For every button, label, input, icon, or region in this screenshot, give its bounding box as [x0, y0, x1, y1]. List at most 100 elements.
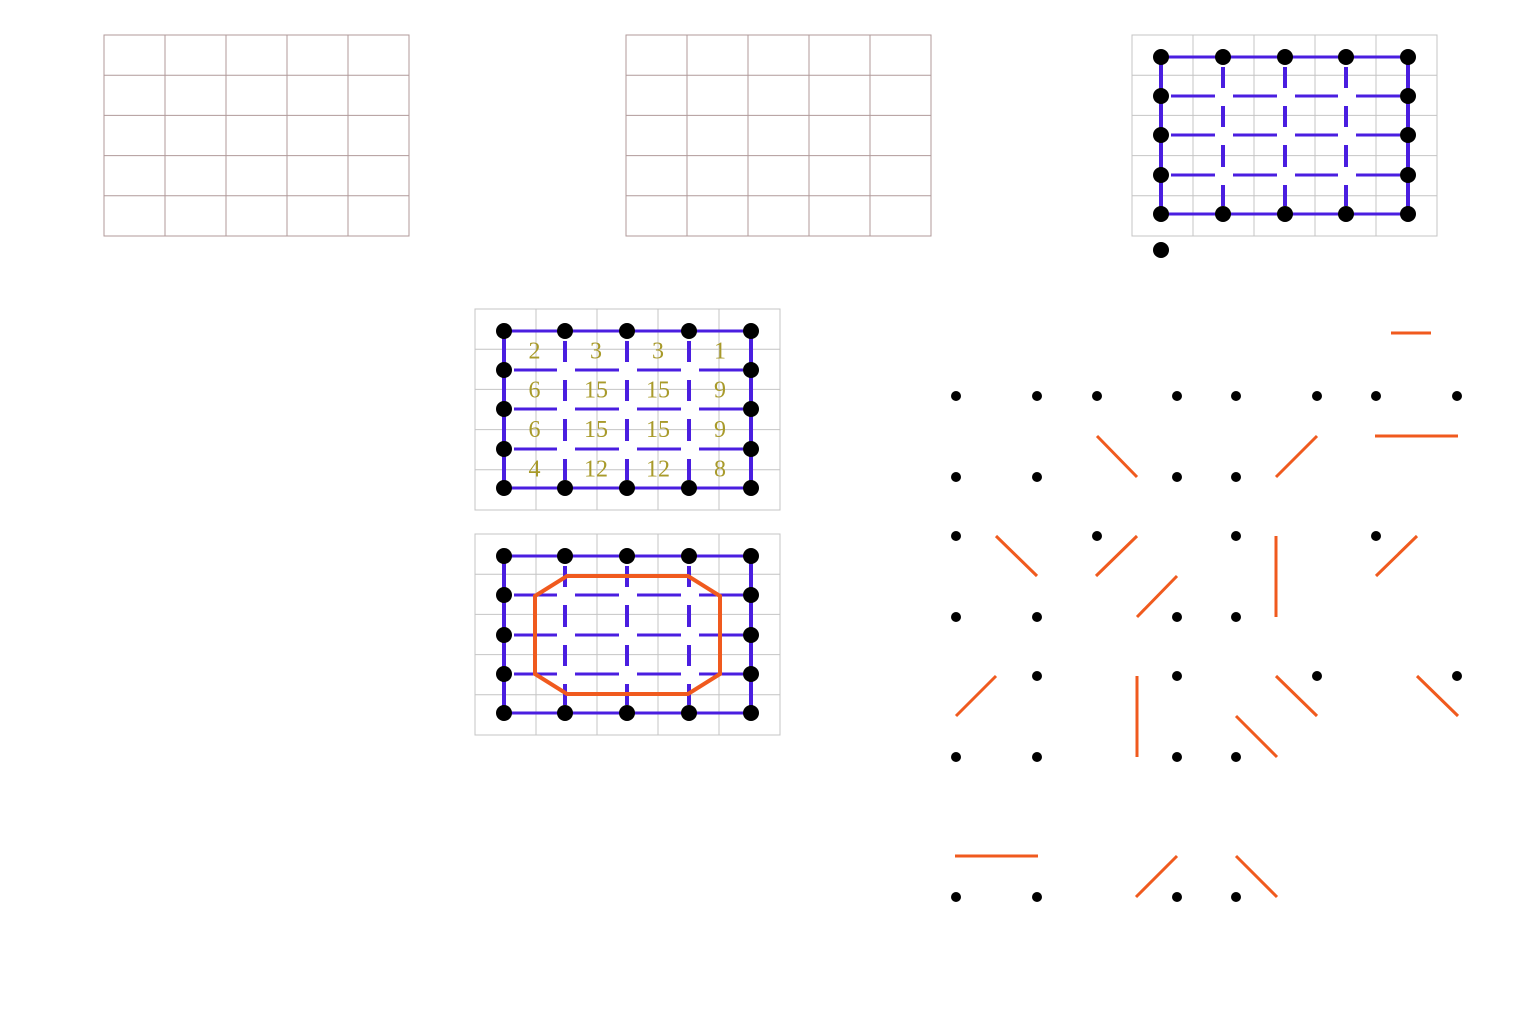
vertex-dot — [743, 401, 759, 417]
case-corner-dot — [1312, 671, 1322, 681]
cell-count-label: 1 — [714, 339, 726, 365]
vertex-dot — [681, 480, 697, 496]
marching-squares-cases — [951, 331, 1462, 902]
case-contour-segment — [1415, 674, 1460, 718]
vertex-dot — [1400, 206, 1416, 222]
case-corner-dot — [1231, 892, 1241, 902]
vertex-dot — [496, 362, 512, 378]
vertex-dot — [496, 548, 512, 564]
isocontour-outline — [533, 574, 722, 696]
vertex-dot — [557, 705, 573, 721]
vertex-dot — [1215, 49, 1231, 65]
cell-count-label: 9 — [714, 417, 726, 443]
vertex-dot — [557, 548, 573, 564]
vertex-dot — [1400, 127, 1416, 143]
vertex-dot — [557, 323, 573, 339]
corner-lattice-grid — [1131, 34, 1438, 258]
case-contour-segment — [1135, 574, 1179, 619]
case-corner-dot — [1172, 391, 1182, 401]
case-corner-dot — [951, 472, 961, 482]
vertex-dot — [619, 705, 635, 721]
case-contour-segment — [1234, 854, 1279, 899]
case-corner-dot — [1032, 671, 1042, 681]
vertex-dot — [1400, 88, 1416, 104]
case-contour-segment — [1134, 854, 1179, 899]
case-contour-segment — [1274, 674, 1319, 718]
cell-count-label: 15 — [584, 378, 608, 404]
vertex-dot — [743, 627, 759, 643]
case-corner-dot — [1231, 752, 1241, 762]
vertex-dot — [496, 480, 512, 496]
case-corner-dot — [1172, 752, 1182, 762]
case-corner-dot — [951, 531, 961, 541]
vertex-dot — [1277, 49, 1293, 65]
vertex-dot — [496, 627, 512, 643]
grid-border — [625, 34, 932, 237]
case-contour-segment — [954, 674, 998, 718]
case-corner-dot — [1032, 892, 1042, 902]
vertex-dot — [1153, 49, 1169, 65]
vertex-dot — [1338, 206, 1354, 222]
empty-grid-middle — [625, 34, 932, 237]
vertex-dot — [496, 705, 512, 721]
vertex-dot — [743, 362, 759, 378]
vertex-dot — [743, 666, 759, 682]
case-corner-dot — [1092, 391, 1102, 401]
cell-count-label: 6 — [529, 417, 541, 443]
vertex-dot — [1153, 88, 1169, 104]
cell-count-label: 15 — [646, 417, 670, 443]
vertex-dot — [496, 323, 512, 339]
case-corner-dot — [1032, 391, 1042, 401]
case-contour-segment — [994, 534, 1039, 578]
case-corner-dot — [1452, 671, 1462, 681]
cell-count-label: 2 — [529, 339, 541, 365]
case-corner-dot — [1312, 391, 1322, 401]
cell-count-label: 15 — [584, 417, 608, 443]
vertex-dot — [1277, 206, 1293, 222]
grid-border — [103, 34, 410, 237]
cell-count-label: 3 — [652, 339, 664, 365]
case-corner-dot — [1092, 531, 1102, 541]
cell-count-label: 8 — [714, 457, 726, 483]
cell-count-label: 9 — [714, 378, 726, 404]
case-corner-dot — [1172, 671, 1182, 681]
vertex-dot — [496, 666, 512, 682]
case-corner-dot — [1032, 752, 1042, 762]
cell-count-label: 15 — [646, 378, 670, 404]
grid-border — [474, 308, 781, 511]
vertex-dot — [1215, 206, 1231, 222]
case-corner-dot — [1032, 472, 1042, 482]
vertex-dot — [619, 548, 635, 564]
case-contour-segment — [1234, 714, 1279, 759]
cell-count-label: 6 — [529, 378, 541, 404]
vertex-dot — [743, 705, 759, 721]
case-corner-dot — [951, 612, 961, 622]
vertex-dot — [681, 705, 697, 721]
case-corner-dot — [951, 391, 961, 401]
cell-count-label: 12 — [584, 457, 608, 483]
empty-grid-left — [103, 34, 410, 237]
case-corner-dot — [1172, 892, 1182, 902]
vertex-dot — [743, 548, 759, 564]
case-corner-dot — [1371, 391, 1381, 401]
vertex-dot — [619, 480, 635, 496]
vertex-dot — [557, 480, 573, 496]
case-corner-dot — [1231, 391, 1241, 401]
case-contour-segment — [1274, 434, 1319, 479]
vertex-dot-extra — [1153, 242, 1169, 258]
vertex-dot — [1400, 49, 1416, 65]
vertex-dot — [1400, 167, 1416, 183]
case-contour-segment — [1095, 434, 1139, 479]
grid-border — [1131, 34, 1438, 237]
vertex-dot — [743, 323, 759, 339]
vertex-dot — [1153, 167, 1169, 183]
case-contour-segment — [1094, 534, 1139, 578]
cell-count-label: 3 — [590, 339, 602, 365]
vertex-dot — [743, 441, 759, 457]
vertex-dot — [496, 401, 512, 417]
case-corner-dot — [1231, 531, 1241, 541]
case-corner-dot — [1231, 472, 1241, 482]
case-contour-segment — [1374, 534, 1419, 578]
